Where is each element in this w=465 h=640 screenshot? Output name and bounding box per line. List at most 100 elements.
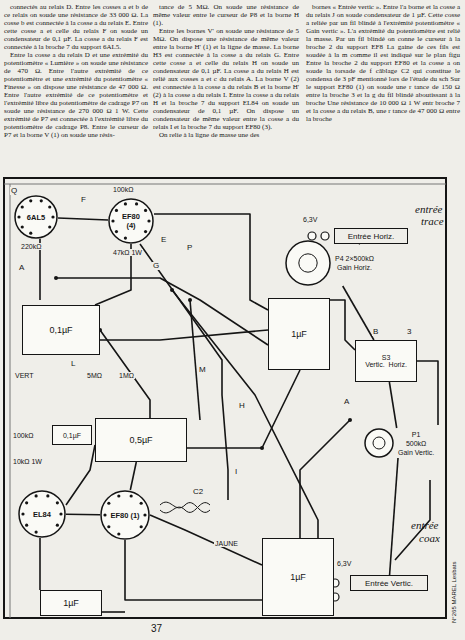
part-label: Q — [10, 187, 18, 195]
component-label: Horiz. — [389, 361, 407, 368]
wire — [66, 513, 100, 515]
part-label: B — [372, 328, 379, 336]
relay-strip — [188, 298, 192, 302]
potentiometer-shaft — [299, 254, 317, 272]
part-label: 10kΩ 1W — [12, 458, 43, 465]
component-label: P4 2×500kΩ — [335, 254, 374, 263]
tube-socket: 6AL5 — [14, 195, 58, 239]
component-label: (4) — [126, 221, 135, 230]
article-paragraph: Entre la cosse a du relais D et une extr… — [4, 51, 148, 139]
wire — [40, 214, 438, 612]
chassis — [4, 178, 446, 618]
socket-outline — [15, 196, 57, 238]
article-paragraph: On relie à la ligne de masse une des — [153, 131, 299, 139]
credit-line: N°265 MAREL Lesbats — [451, 560, 457, 624]
socket-pin — [29, 199, 32, 202]
relay-strip — [260, 446, 264, 450]
part-label: 6,3V — [302, 216, 318, 223]
part-label: 47kΩ 1W — [112, 249, 143, 256]
relay-strip — [348, 418, 352, 422]
socket-pin — [147, 219, 150, 222]
text-column: tance de 5 MΩ. On soude une résistance d… — [153, 3, 299, 139]
wire — [190, 300, 200, 420]
wire — [66, 445, 95, 505]
part-label: I — [234, 468, 238, 476]
wire — [150, 515, 262, 565]
socket-outline — [101, 491, 149, 539]
socket-pin — [135, 202, 138, 205]
shielded-twisted-wire — [160, 502, 210, 513]
selector-switch: S3Vertic.Horiz. — [355, 340, 417, 382]
chassis — [4, 178, 446, 618]
part-label: P — [186, 244, 193, 252]
component-label: EF80 (1) — [110, 511, 139, 520]
socket-pin — [25, 524, 28, 527]
socket-pin — [117, 494, 120, 497]
relay-strip — [170, 288, 174, 292]
potentiometer-shaft — [373, 437, 385, 449]
socket-pin — [107, 525, 110, 528]
article-paragraph: bornes « Entrée vertic ». Entre l'a born… — [306, 3, 460, 123]
component-label: 1µF — [291, 329, 307, 339]
component-label: P1 — [398, 430, 434, 439]
wire — [417, 361, 438, 425]
socket-pin — [17, 215, 20, 218]
part-label: L — [70, 360, 76, 368]
capacitor-box: 0,5µF — [95, 418, 187, 462]
socket-pin — [35, 494, 38, 497]
component-label: Gain Horiz. — [335, 263, 374, 272]
socket-outline — [109, 199, 153, 243]
capacitor-box: 1µF — [262, 538, 334, 616]
socket-pin — [103, 513, 106, 516]
component-label: 6AL5 — [27, 213, 45, 222]
input-terminal: Entrée Vertic. — [350, 575, 428, 591]
component-label: 0,1µF — [63, 432, 81, 439]
chassis — [10, 184, 11, 618]
article-paragraph: connectés au relais D. Entre les cosses … — [4, 3, 148, 51]
socket-pin — [124, 237, 127, 240]
part-label: 220kΩ — [20, 243, 42, 250]
component-label: Entrée Horiz. — [348, 232, 395, 241]
component-label: 0,1µF — [49, 325, 72, 335]
terminal — [321, 232, 329, 240]
component-label: 0,5µF — [129, 435, 152, 445]
potentiometer-body — [364, 428, 394, 458]
wire — [100, 611, 125, 613]
socket-pin — [59, 512, 62, 515]
socket-pin — [140, 502, 143, 505]
component-label: EF80 — [122, 212, 140, 221]
component-label: Gain Vertic. — [398, 448, 434, 457]
capacitor-box: 1µF — [40, 590, 102, 616]
wire — [125, 540, 262, 600]
socket-pin — [56, 501, 59, 504]
component-label: EL84 — [33, 510, 51, 519]
socket-pin — [140, 525, 143, 528]
socket-pin — [111, 219, 114, 222]
part-label: E — [160, 236, 167, 244]
part-label: F — [80, 196, 87, 204]
socket-pin — [115, 230, 118, 233]
wire — [300, 420, 350, 538]
component-label: 1µF — [63, 598, 79, 608]
handwritten-note: trace — [420, 216, 445, 227]
potentiometer-body — [365, 429, 393, 457]
text-column: connectés au relais D. Entre les cosses … — [4, 3, 148, 139]
part-label: 5MΩ — [86, 372, 103, 379]
wire — [154, 214, 268, 310]
part-label: 3 — [406, 328, 412, 336]
part-label: C2 — [192, 488, 204, 496]
potentiometer-body — [285, 240, 331, 286]
text-column: bornes « Entrée vertic ». Entre l'a born… — [306, 3, 460, 123]
article-paragraph: Entre les bornes V' on soude une résista… — [153, 27, 299, 131]
socket-pin — [51, 215, 54, 218]
part-label: G — [152, 262, 160, 270]
socket-pin — [21, 225, 24, 228]
wire — [39, 538, 41, 590]
page-number: 37 — [150, 624, 163, 634]
part-label: M — [198, 366, 207, 374]
potentiometer: P1500kΩGain Vertic. — [364, 428, 434, 458]
capacitor-box: 1µF — [268, 298, 330, 370]
part-label: A — [343, 398, 350, 406]
component-label: 1µF — [290, 572, 306, 582]
